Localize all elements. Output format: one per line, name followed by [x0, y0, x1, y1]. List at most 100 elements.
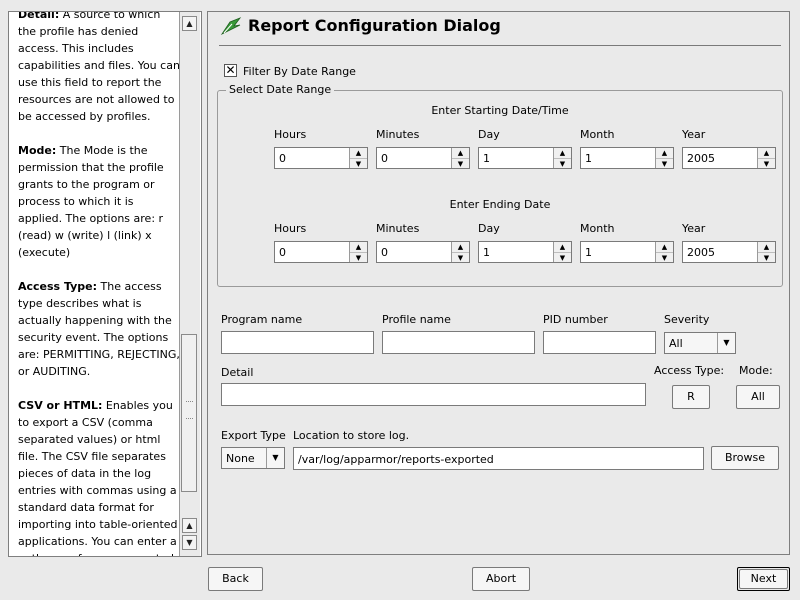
select-value: All — [669, 337, 683, 350]
spin-down-icon[interactable]: ▼ — [763, 160, 770, 168]
scroll-down-icon[interactable]: ▼ — [182, 535, 197, 550]
log-location-label: Location to store log. — [293, 429, 410, 442]
end-heading: Enter Ending Date — [449, 198, 551, 211]
spin-up-icon[interactable]: ▲ — [656, 242, 673, 253]
mode-label: Mode: — [739, 364, 773, 377]
spin-down-icon[interactable]: ▼ — [457, 254, 464, 262]
spin-down-icon[interactable]: ▼ — [355, 254, 362, 262]
spin-value: 0 — [381, 246, 388, 259]
start-minutes-label: Minutes — [376, 128, 420, 141]
start-month-label: Month — [580, 128, 615, 141]
start-year-label: Year — [682, 128, 706, 141]
date-range-group — [217, 90, 783, 287]
chevron-down-icon: ▼ — [266, 448, 284, 468]
select-value: None — [226, 452, 255, 465]
pid-number-label: PID number — [543, 313, 608, 326]
filter-date-checkbox[interactable]: ✕ — [224, 63, 237, 77]
browse-button[interactable]: Browse — [711, 446, 779, 470]
start-year-spinbox[interactable]: 2005 ▲▼ — [682, 147, 776, 169]
start-hours-spinbox[interactable]: 0 ▲▼ — [274, 147, 368, 169]
grip-icon — [186, 401, 193, 419]
end-hours-spinbox[interactable]: 0 ▲▼ — [274, 241, 368, 263]
severity-label: Severity — [664, 313, 710, 326]
end-hours-label: Hours — [274, 222, 307, 235]
next-button-focus-ring — [737, 567, 790, 591]
end-month-label: Month — [580, 222, 615, 235]
next-button[interactable]: Next — [739, 569, 788, 589]
spin-up-icon[interactable]: ▲ — [452, 242, 469, 253]
spin-down-icon[interactable]: ▼ — [559, 254, 566, 262]
help-panel: Detail: A source to which the profile ha… — [8, 11, 202, 557]
start-minutes-spinbox[interactable]: 0▲▼ — [376, 147, 470, 169]
spin-down-icon[interactable]: ▼ — [559, 160, 566, 168]
dialog-title: Report Configuration Dialog — [248, 16, 501, 35]
start-day-spinbox[interactable]: 1 ▲▼ — [478, 147, 572, 169]
spin-value: 1 — [585, 246, 592, 259]
spin-down-icon[interactable]: ▼ — [661, 160, 668, 168]
help-desc: The access type describes what is actual… — [18, 280, 180, 378]
start-hours-label: Hours — [274, 128, 307, 141]
detail-label: Detail — [221, 366, 254, 379]
start-month-spinbox[interactable]: 1 ▲▼ — [580, 147, 674, 169]
back-button[interactable]: Back — [208, 567, 263, 591]
severity-select[interactable]: All ▼ — [664, 332, 736, 354]
help-term: Detail: — [18, 11, 60, 21]
spin-value: 2005 — [687, 152, 715, 165]
mode-button[interactable]: All — [736, 385, 780, 409]
pid-number-input[interactable] — [543, 331, 656, 354]
apparmor-logo-icon — [220, 17, 242, 36]
spin-down-icon[interactable]: ▼ — [763, 254, 770, 262]
spin-up-icon[interactable]: ▲ — [656, 148, 673, 159]
help-paragraph-csv: CSV or HTML: Enables you to export a CSV… — [18, 397, 181, 556]
spin-value: 0 — [279, 246, 286, 259]
profile-name-input[interactable] — [382, 331, 535, 354]
spin-value: 1 — [483, 152, 490, 165]
end-month-spinbox[interactable]: 1 ▲▼ — [580, 241, 674, 263]
log-location-input[interactable]: /var/log/apparmor/reports-exported — [293, 447, 704, 470]
scroll-up-icon[interactable]: ▲ — [182, 518, 197, 533]
spin-value: 1 — [585, 152, 592, 165]
access-type-button[interactable]: R — [672, 385, 710, 409]
spin-up-icon[interactable]: ▲ — [554, 148, 571, 159]
end-day-spinbox[interactable]: 1 ▲▼ — [478, 241, 572, 263]
spin-value: 1 — [483, 246, 490, 259]
profile-name-label: Profile name — [382, 313, 451, 326]
abort-button[interactable]: Abort — [472, 567, 530, 591]
input-value: /var/log/apparmor/reports-exported — [298, 453, 494, 466]
program-name-input[interactable] — [221, 331, 374, 354]
spin-up-icon[interactable]: ▲ — [758, 242, 775, 253]
spin-down-icon[interactable]: ▼ — [661, 254, 668, 262]
help-text: Detail: A source to which the profile ha… — [18, 11, 181, 556]
help-paragraph-mode: Mode: The Mode is the permission that th… — [18, 142, 181, 261]
end-year-spinbox[interactable]: 2005 ▲▼ — [682, 241, 776, 263]
program-name-label: Program name — [221, 313, 303, 326]
end-minutes-label: Minutes — [376, 222, 420, 235]
end-minutes-spinbox[interactable]: 0 ▲▼ — [376, 241, 470, 263]
spin-up-icon[interactable]: ▲ — [554, 242, 571, 253]
start-heading: Enter Starting Date/Time — [431, 104, 569, 117]
spin-value: 0 — [279, 152, 286, 165]
spin-value: 2005 — [687, 246, 715, 259]
help-paragraph-access-type: Access Type: The access type describes w… — [18, 278, 181, 380]
help-desc: The Mode is the permission that the prof… — [18, 144, 164, 259]
spin-down-icon[interactable]: ▼ — [457, 160, 464, 168]
detail-input[interactable] — [221, 383, 646, 406]
spin-up-icon[interactable]: ▲ — [452, 148, 469, 159]
help-term: CSV or HTML: — [18, 399, 103, 412]
help-desc: A source to which the profile has denied… — [18, 11, 180, 123]
end-day-label: Day — [478, 222, 500, 235]
filter-date-label: Filter By Date Range — [243, 65, 356, 78]
start-day-label: Day — [478, 128, 500, 141]
scroll-up-icon[interactable]: ▲ — [182, 16, 197, 31]
spin-up-icon[interactable]: ▲ — [350, 242, 367, 253]
export-type-select[interactable]: None ▼ — [221, 447, 285, 469]
scroll-thumb[interactable] — [181, 334, 197, 492]
spin-up-icon[interactable]: ▲ — [350, 148, 367, 159]
title-divider — [219, 45, 781, 46]
spin-up-icon[interactable]: ▲ — [758, 148, 775, 159]
help-scrollbar[interactable]: ▲ ▲ ▼ — [179, 12, 200, 556]
help-term: Mode: — [18, 144, 57, 157]
spin-down-icon[interactable]: ▼ — [355, 160, 362, 168]
chevron-down-icon: ▼ — [717, 333, 735, 353]
help-desc: Enables you to export a CSV (comma separ… — [18, 399, 178, 556]
